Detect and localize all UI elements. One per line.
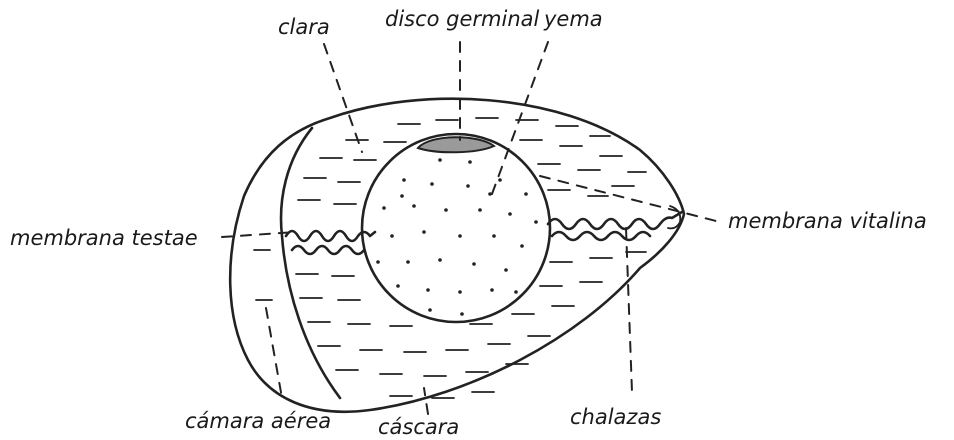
chalaza-left-2 xyxy=(292,246,364,254)
chalaza-right-2 xyxy=(552,232,650,240)
label-membrana-vitalina: membrana vitalina xyxy=(728,209,927,233)
leader-camara-aerea xyxy=(266,308,282,398)
leader-cascara xyxy=(424,388,428,414)
label-chalazas: chalazas xyxy=(570,405,661,429)
label-yema: yema xyxy=(543,7,603,31)
air-chamber-membrane xyxy=(281,128,340,398)
yolk xyxy=(362,134,550,322)
germinal-disc xyxy=(418,137,494,152)
yolk-dots xyxy=(376,158,538,316)
leader-membrana-vitalina xyxy=(540,176,720,222)
label-clara: clara xyxy=(278,15,330,39)
label-camara-aerea: cámara aérea xyxy=(185,409,331,433)
leader-yema xyxy=(492,42,548,194)
label-disco-germinal: disco germinal xyxy=(385,7,540,31)
label-cascara: cáscara xyxy=(378,415,459,439)
label-membrana-testae: membrana testae xyxy=(10,226,198,250)
leader-clara xyxy=(324,44,362,152)
chalaza-right xyxy=(548,212,682,229)
